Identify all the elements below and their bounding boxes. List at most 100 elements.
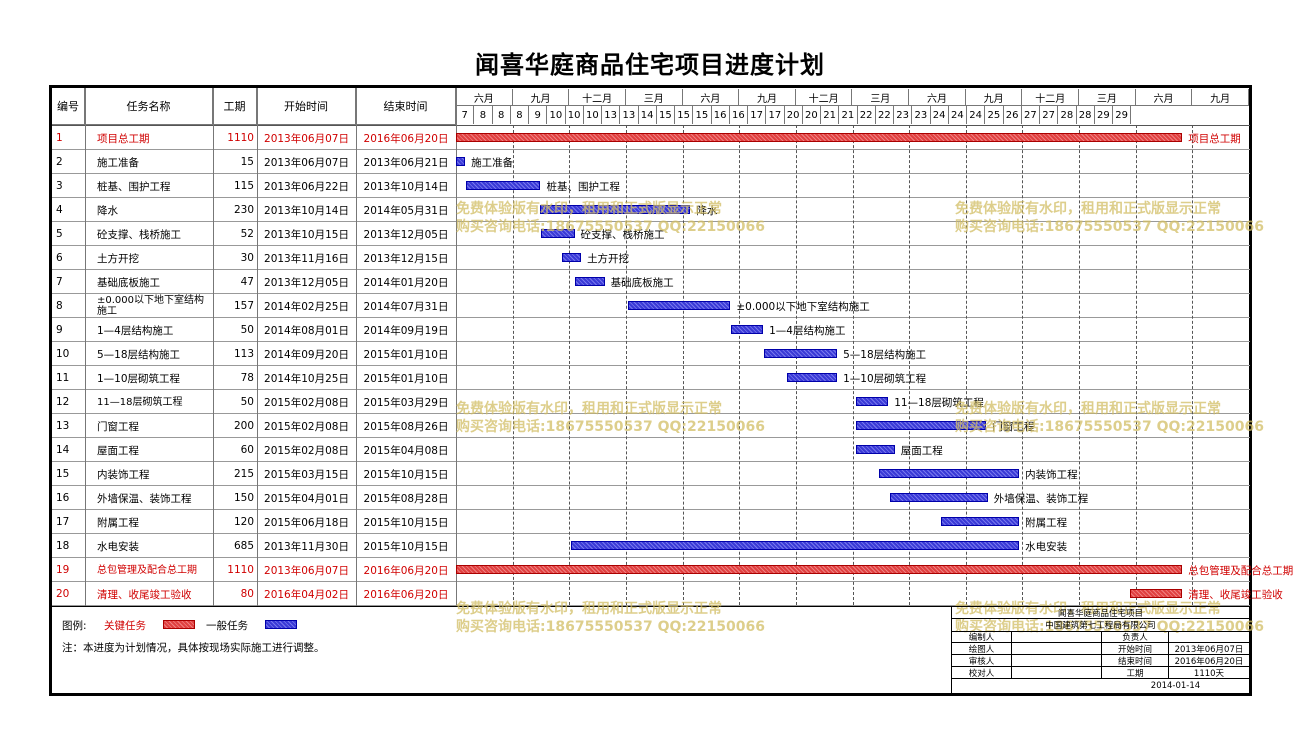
task-name-cell: 清理、收尾竣工验收 [97, 588, 192, 601]
task-name-cell: 砼支撑、栈桥施工 [97, 228, 181, 241]
task-name-cell: 门窗工程 [97, 420, 139, 433]
column-divider [257, 88, 258, 606]
gantt-bar[interactable] [456, 565, 1183, 574]
task-id-cell: 14 [56, 444, 70, 456]
gantt-bar-label: 1—10层砌筑工程 [843, 373, 927, 385]
task-id-cell: 20 [56, 588, 70, 600]
task-id-cell: 19 [56, 564, 70, 576]
task-end-cell: 2013年10月14日 [363, 180, 449, 193]
gantt-bar-label: 水电安装 [1025, 541, 1068, 553]
info-date: 2014-01-14 [1150, 680, 1201, 691]
watermark: 免费体验版有水印，租用和正式版显示正常购买咨询电话:18675550537 QQ… [456, 600, 765, 636]
gantt-bar[interactable] [731, 325, 764, 334]
gantt-bar[interactable] [456, 133, 1183, 142]
gantt-bar-label: 土方开挖 [587, 253, 630, 265]
legend-critical-swatch [163, 620, 195, 629]
gantt-bar-label: 11—18层砌筑工程 [894, 397, 984, 409]
gantt-bar[interactable] [786, 373, 838, 382]
gantt-bar[interactable] [541, 229, 575, 238]
watermark-line: 免费体验版有水印，租用和正式版显示正常 [456, 601, 722, 617]
grid-line [1079, 125, 1081, 605]
gantt-bar-label: 总包管理及配合总工期 [1188, 565, 1294, 577]
col-header-duration: 工期 [213, 88, 257, 125]
task-duration-cell: 230 [233, 204, 254, 216]
grid-line [1192, 125, 1194, 605]
row-divider [52, 509, 1250, 510]
watermark: 免费体验版有水印，租用和正式版显示正常购买咨询电话:18675550537 QQ… [456, 200, 765, 236]
gantt-bar-label: 清理、收尾竣工验收 [1188, 589, 1283, 601]
info-duration-value: 1110天 [1169, 667, 1249, 679]
timescale-tick: 10 [584, 106, 602, 124]
task-start-cell: 2013年10月14日 [264, 204, 349, 217]
task-end-cell: 2015年10月15日 [363, 540, 449, 553]
gantt-bar-label: 屋面工程 [900, 445, 943, 457]
gantt-bar[interactable] [571, 541, 1020, 550]
info-drawer-label: 绘图人 [952, 643, 1012, 655]
timescale-tick: 10 [547, 106, 566, 124]
task-name-cell: 施工准备 [97, 156, 139, 169]
task-duration-cell: 685 [233, 540, 254, 552]
gantt-bar[interactable] [456, 157, 466, 166]
column-divider [356, 88, 357, 606]
info-editor-value [1012, 632, 1102, 643]
row-divider [52, 221, 1250, 222]
gantt-bar[interactable] [941, 517, 1020, 526]
task-end-cell: 2013年06月21日 [363, 156, 449, 169]
info-end-label: 结束时间 [1102, 655, 1169, 667]
timescale-tick: 27 [1022, 106, 1040, 124]
gantt-bar[interactable] [540, 205, 691, 214]
page-title: 闻喜华庭商品住宅项目进度计划 [475, 50, 825, 79]
timescale-tick: 24 [931, 106, 949, 124]
gantt-bar[interactable] [856, 397, 889, 406]
timescale-tick: 28 [1058, 106, 1077, 124]
row-divider [52, 197, 1250, 198]
task-start-cell: 2013年11月16日 [264, 252, 349, 265]
timescale-tick: 27 [1040, 106, 1059, 124]
col-header-start: 开始时间 [257, 88, 356, 125]
timescale-tick: 29 [1113, 106, 1132, 124]
watermark: 免费体验版有水印，租用和正式版显示正常购买咨询电话:18675550537 QQ… [456, 400, 765, 436]
info-start-label: 开始时间 [1102, 643, 1169, 655]
gantt-bar[interactable] [1130, 589, 1183, 598]
task-end-cell: 2015年10月15日 [363, 468, 449, 481]
timescale-tick: 16 [730, 106, 748, 124]
gantt-bar-label: 1—4层结构施工 [769, 325, 846, 337]
gantt-bar[interactable] [890, 493, 988, 502]
gantt-bar[interactable] [465, 181, 541, 190]
task-duration-cell: 50 [240, 396, 254, 408]
task-start-cell: 2015年02月08日 [264, 444, 349, 457]
timescale-month: 六月 [683, 89, 740, 105]
gantt-bar[interactable] [856, 445, 895, 454]
task-name-cell: 1—4层结构施工 [97, 324, 174, 337]
row-divider [52, 125, 1250, 126]
gantt-bar[interactable] [574, 277, 605, 286]
gantt-bar[interactable] [879, 469, 1020, 478]
row-divider [52, 581, 1250, 582]
gantt-bar[interactable] [562, 253, 582, 262]
row-divider [52, 365, 1250, 366]
timescale-month: 三月 [1079, 89, 1136, 105]
task-id-cell: 3 [56, 180, 63, 192]
gantt-bar[interactable] [763, 349, 838, 358]
task-end-cell: 2014年07月31日 [363, 300, 449, 313]
gantt-bar[interactable] [856, 421, 987, 430]
info-block: 闻喜华庭商品住宅项目 中国建筑第七工程局有限公司 编制人 负责人 绘图人 开始时… [951, 606, 1249, 693]
legend-label: 图例: [62, 620, 87, 632]
task-end-cell: 2015年01月10日 [363, 348, 449, 361]
row-divider [52, 245, 1250, 246]
row-divider [52, 269, 1250, 270]
gantt-bar-label: 内装饰工程 [1025, 469, 1078, 481]
task-name-cell: 附属工程 [97, 516, 139, 529]
gantt-bar[interactable] [628, 301, 731, 310]
task-name-cell: 5—18层结构施工 [97, 348, 181, 361]
timescale-tick: 21 [839, 106, 858, 124]
task-start-cell: 2014年02月25日 [264, 300, 349, 313]
legend-normal-label: 一般任务 [206, 620, 248, 632]
task-end-cell: 2015年01月10日 [363, 372, 449, 385]
timescale-month: 三月 [626, 89, 683, 105]
legend-critical-label: 关键任务 [104, 620, 146, 632]
task-start-cell: 2013年06月07日 [264, 564, 349, 577]
task-end-cell: 2013年12月05日 [363, 228, 449, 241]
task-name-cell: 项目总工期 [97, 132, 150, 145]
task-name-cell: 水电安装 [97, 540, 139, 553]
